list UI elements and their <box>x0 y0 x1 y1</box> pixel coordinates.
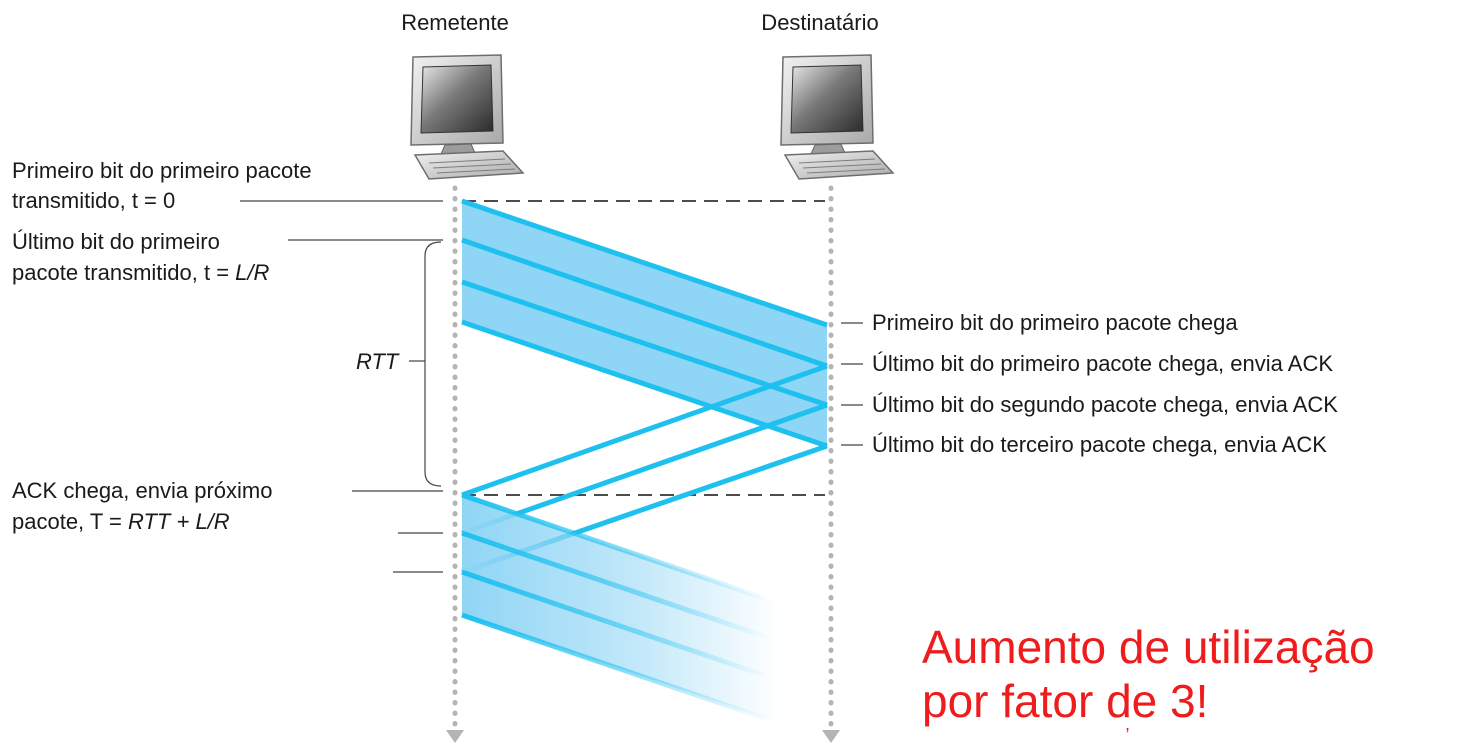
right-annotation-4: Último bit do terceiro pacote chega, env… <box>872 432 1327 457</box>
ack-line-2 <box>461 402 828 536</box>
ack-line-1 <box>461 363 828 498</box>
next-packet-edge-3 <box>461 569 791 687</box>
packet-band-2 <box>462 495 800 730</box>
right-annotation-1: Primeiro bit do primeiro pacote chega <box>872 310 1238 335</box>
packet-2-trailing-edge <box>461 279 828 408</box>
receiver-label: Destinatário <box>761 10 879 35</box>
next-packet-edge-2 <box>461 530 791 648</box>
utilization-highlight-line1: Aumento de utilização <box>922 621 1375 673</box>
packet-1-leading-edge <box>461 198 828 328</box>
rtt-bracket <box>424 241 442 487</box>
utilization-highlight-line2: por fator de 3! <box>922 675 1209 727</box>
ack-arrives-label-line1: ACK chega, envia próximo <box>12 478 273 503</box>
sender-timeline-arrow <box>446 730 464 743</box>
last-bit-label-line2: pacote transmitido, t = L/R <box>12 260 270 285</box>
ack-arrives-label-line2: pacote, T = RTT + L/R <box>12 509 230 534</box>
first-bit-label-line2: transmitido, t = 0 <box>12 188 176 213</box>
right-annotation-3: Último bit do segundo pacote chega, envi… <box>872 392 1338 417</box>
sender-label: Remetente <box>401 10 509 35</box>
first-bit-label-line1: Primeiro bit do primeiro pacote <box>12 158 312 183</box>
receiver-timeline-arrow <box>822 730 840 743</box>
packet-1-trailing-edge <box>461 237 828 369</box>
rtt-label: RTT <box>356 349 399 374</box>
stray-mark: , <box>1125 714 1131 734</box>
packet-band-1 <box>462 201 827 446</box>
last-bit-label-line1: Último bit do primeiro <box>12 229 220 254</box>
next-packet-edge-4 <box>461 612 791 730</box>
receiver-computer-icon <box>780 54 895 180</box>
right-annotation-2: Último bit do primeiro pacote chega, env… <box>872 351 1334 376</box>
next-packet-edge-1 <box>461 492 791 610</box>
sender-computer-icon <box>410 54 525 180</box>
